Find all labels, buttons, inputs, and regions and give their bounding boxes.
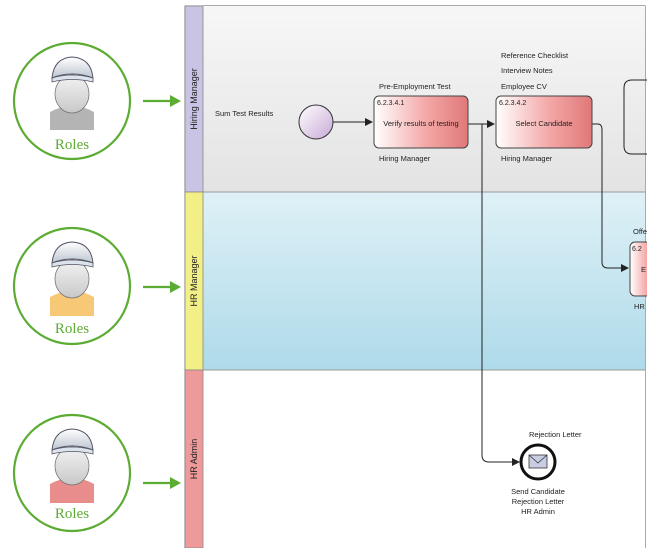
role-label: Roles [55,321,89,337]
task-performer: HR [634,302,645,311]
role-avatar-hr-admin: Roles [12,413,132,533]
shirt-icon [50,478,94,503]
task-performer: Hiring Manager [501,154,553,163]
role-label: Roles [55,506,89,522]
task-select-candidate[interactable]: 6.2.3.4.2 Select Candidate [495,95,593,149]
role-arrow [143,95,181,107]
role-arrow [143,281,181,293]
lane-header-hr-admin: HR Admin [184,369,204,548]
role-avatar-hr-manager: Roles [12,226,132,346]
sequence-flows [333,79,647,466]
task-input: Interview Notes [501,66,553,75]
task-input: Pre-Employment Test [379,82,451,91]
task-id: 6.2.3.4.1 [377,100,404,107]
task-name: Select Candidate [515,119,572,128]
task-id: 6.2.3.4.2 [499,100,526,107]
lane-header-hr-manager: HR Manager [184,191,204,371]
shirt-icon [50,106,94,130]
task-input: Offe [633,227,647,236]
task-id: 6.2 [632,246,642,253]
start-event[interactable] [298,104,334,140]
envelope-icon [528,454,548,469]
lane-header-hiring-manager: Hiring Manager [184,5,204,193]
task-input: Employee CV [501,82,547,91]
lane-label: HR Admin [189,439,199,480]
message-input: Rejection Letter [529,430,582,439]
message-label: Send Candidate [511,487,565,496]
cap-icon [51,56,94,79]
task-name: E [641,265,646,274]
shirt-icon [50,291,94,316]
lane-label: HR Manager [189,255,199,306]
role-avatar-hiring-manager: Roles [12,41,132,161]
message-end-event[interactable] [519,443,557,481]
role-label: Roles [55,137,89,153]
task-partial[interactable]: 6.2 E [629,241,647,297]
cap-icon [51,241,94,264]
task-performer: Hiring Manager [379,154,431,163]
role-arrow [143,477,181,489]
message-performer: HR Admin [521,507,555,516]
lane-label: Hiring Manager [189,68,199,130]
task-name: Verify results of testing [383,119,458,128]
message-label: Rejection Letter [512,497,565,506]
task-input: Reference Checklist [501,51,569,60]
task-verify-results[interactable]: 6.2.3.4.1 Verify results of testing [373,95,469,149]
cap-icon [51,428,94,451]
start-event-label: Sum Test Results [215,109,273,118]
